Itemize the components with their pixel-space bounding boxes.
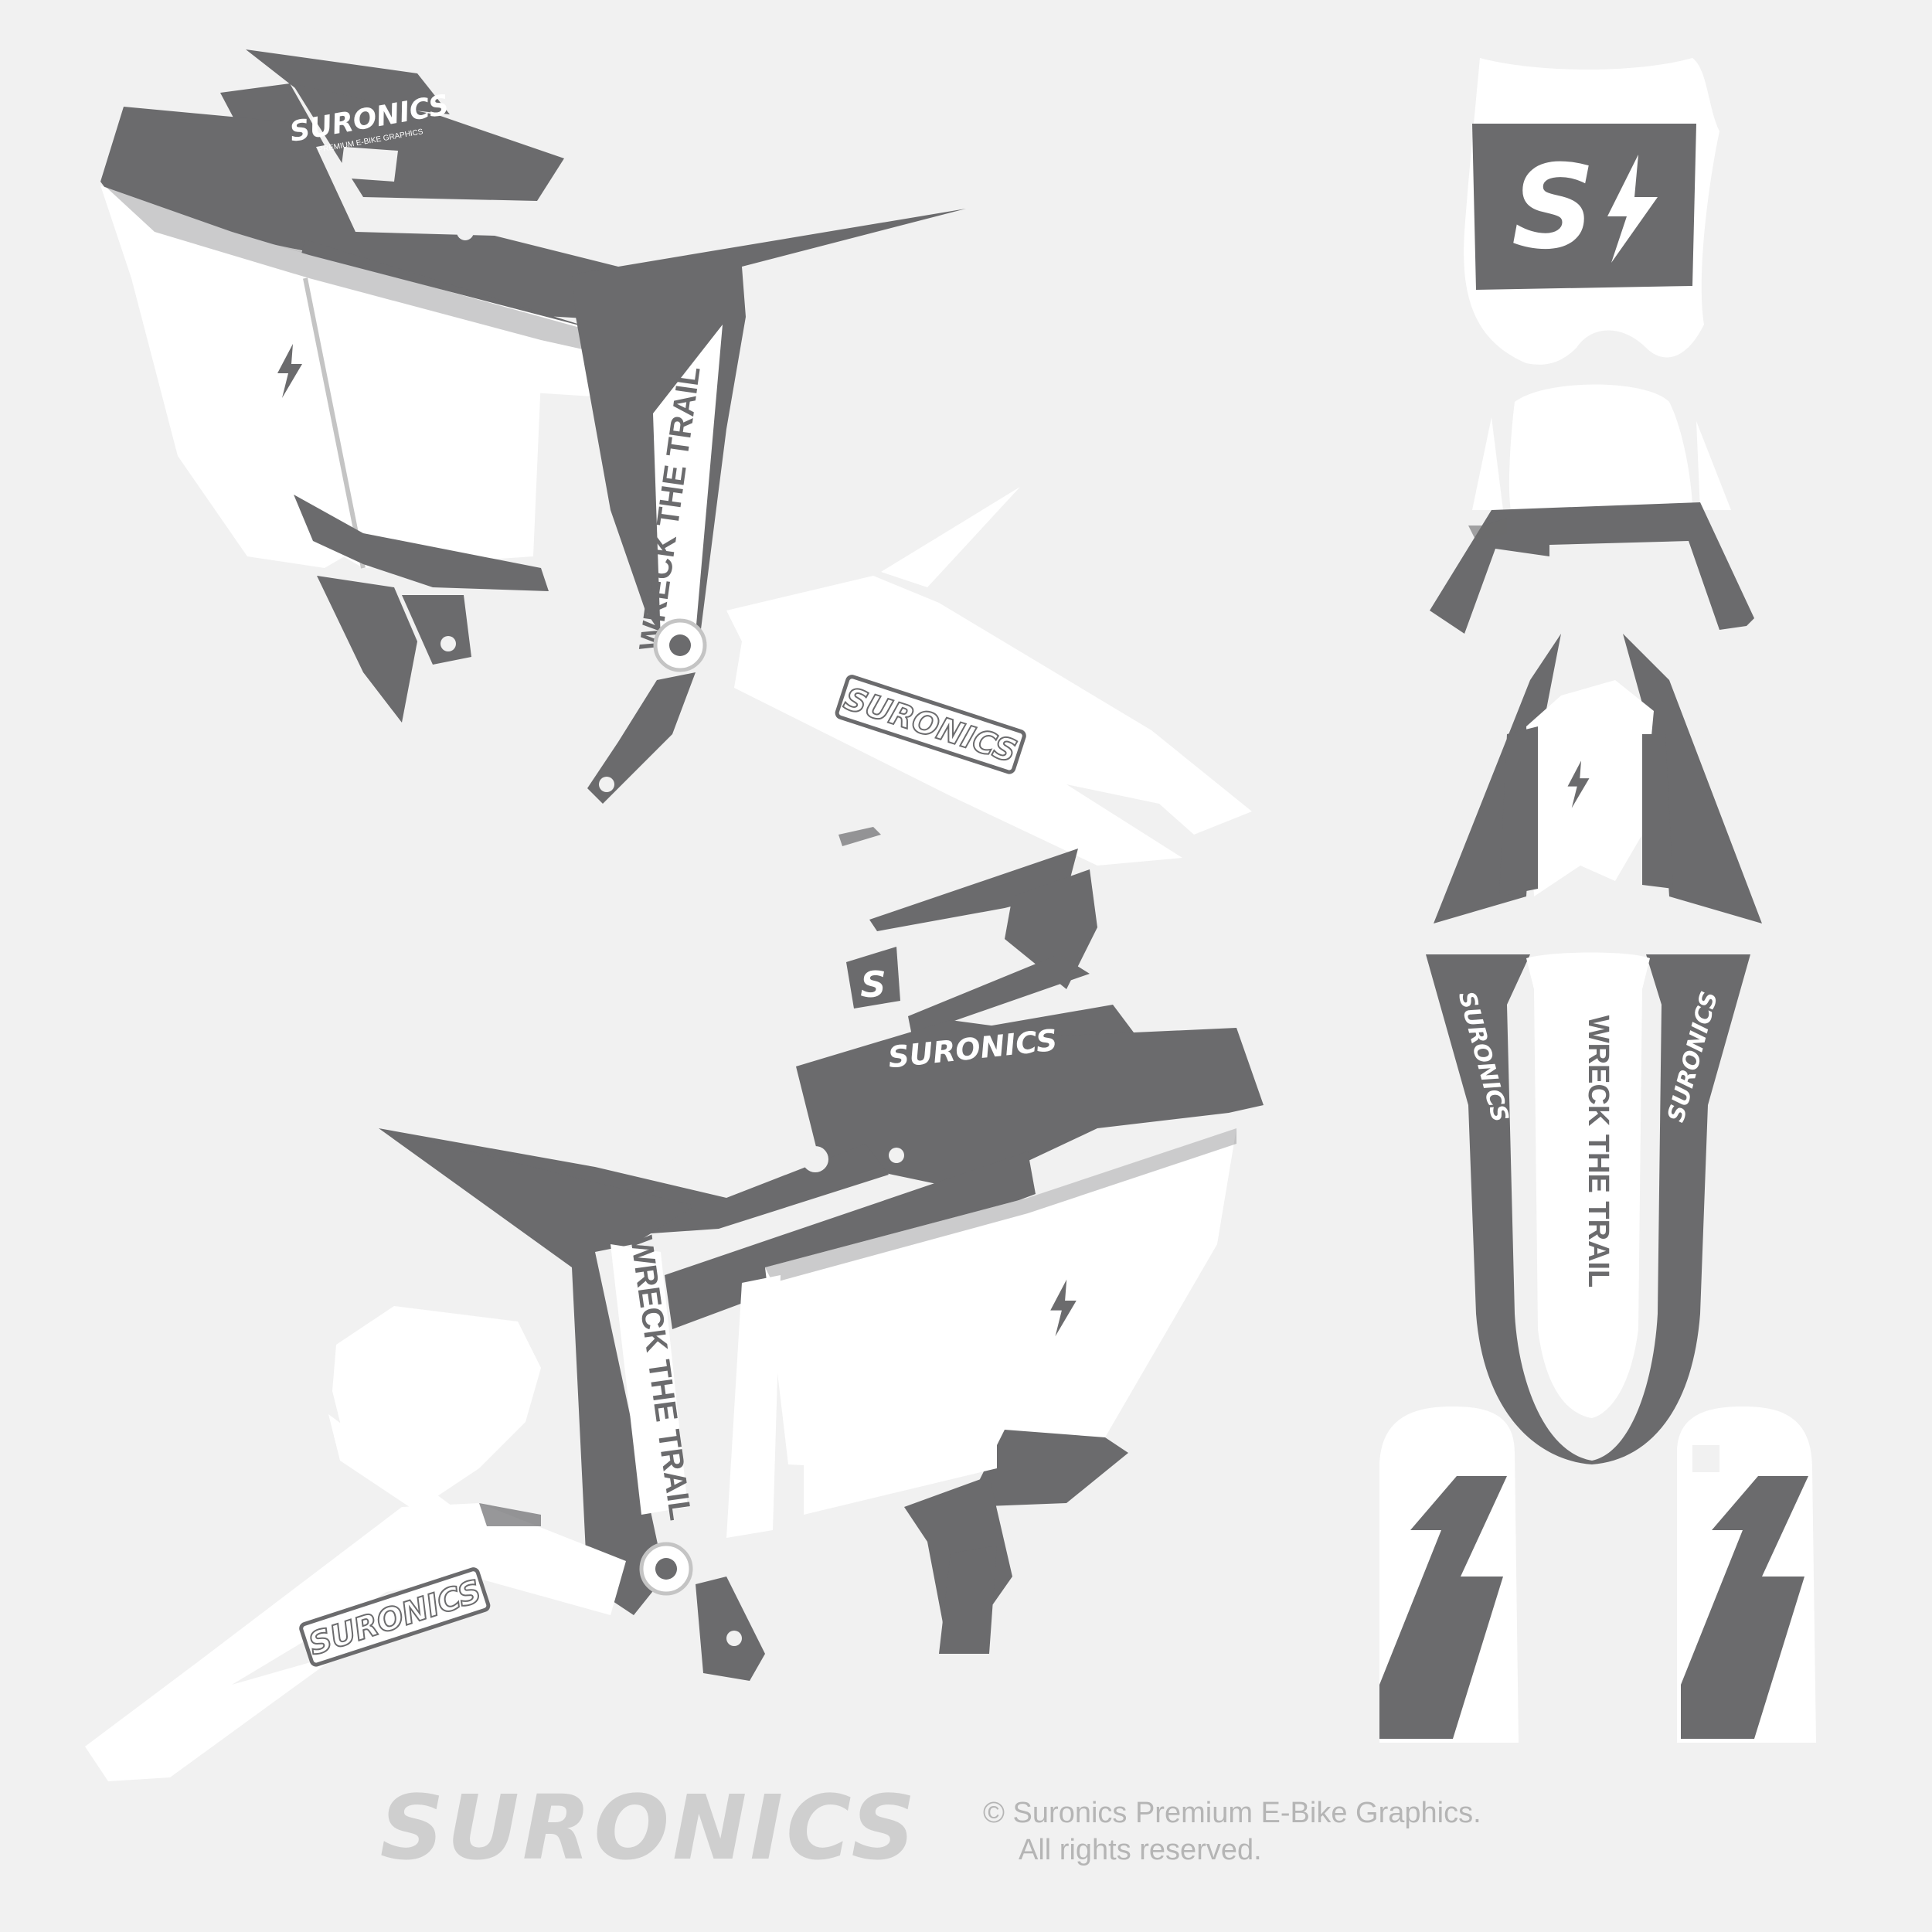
copyright-line-1: © Suronics Premium E-Bike Graphics.: [983, 1797, 1481, 1829]
footer-logo: SURONICS: [380, 1777, 919, 1880]
frame-decal-set-left-side: SURONICS PREMIUM E-BIKE GRAPHICS WRECK T…: [100, 49, 1252, 866]
grain-texture-band: [104, 185, 680, 371]
rear-fender-slogan: WRECK THE TRAIL: [1582, 1015, 1614, 1288]
fork-guard-left: [1379, 1406, 1519, 1743]
side-monogram: S: [860, 964, 886, 1005]
fork-guard-right: [1677, 1406, 1816, 1743]
copyright-line-2: All rights reserved.: [1019, 1834, 1262, 1866]
s-bolt-monogram-icon: S: [1512, 141, 1658, 275]
frame-decal-set-right-side: S SURONICS WRECK THE TRAIL: [85, 849, 1264, 1781]
svg-text:S: S: [1512, 141, 1595, 275]
front-fender-decal: [1430, 384, 1754, 634]
headlight-cowl-decal: [1434, 634, 1762, 923]
front-number-plate: S: [1464, 58, 1719, 365]
copyright-notice: © Suronics Premium E-Bike Graphics. All …: [983, 1794, 1481, 1869]
rear-fender-decal: WRECK THE TRAIL SURONICS SURONICS: [1426, 952, 1750, 1464]
